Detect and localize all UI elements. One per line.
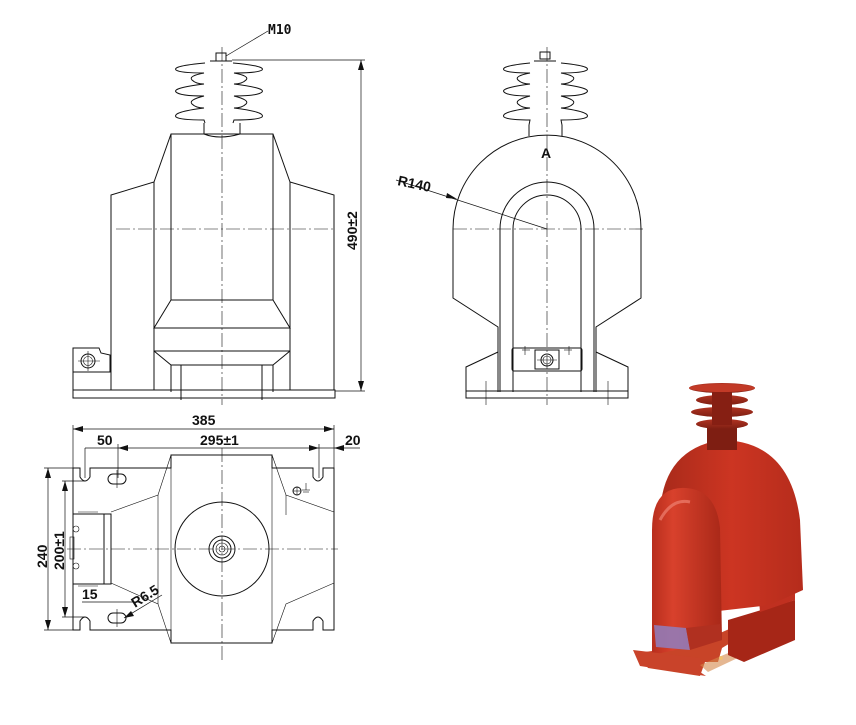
side-view: A R140: [395, 47, 646, 405]
overall-width-label: 385: [192, 412, 216, 428]
radius-label: R140: [396, 172, 432, 195]
m10-label: M10: [268, 23, 292, 38]
section-label-a: A: [541, 145, 551, 161]
slot-radius-label: R6.5: [128, 581, 162, 610]
m10-leader: [225, 30, 269, 57]
top-view-dimensions: [44, 425, 360, 631]
side-insulator: [503, 51, 588, 136]
front-insulator: [175, 52, 263, 138]
hole-spacing-label: 295±1: [200, 432, 239, 448]
edge-offset-label: 20: [345, 432, 361, 448]
slot-width-label: 15: [82, 586, 98, 602]
overall-depth-label: 240: [34, 544, 50, 568]
slot-offset-label: 50: [97, 432, 113, 448]
top-view: [67, 448, 338, 660]
height-dimension: [232, 59, 365, 392]
front-body: [72, 47, 336, 405]
side-body: [452, 47, 646, 405]
front-view: M10 490±2: [72, 23, 365, 405]
height-label: 490±2: [344, 211, 360, 250]
hole-depth-spacing-label: 200±1: [51, 531, 67, 570]
r140-leader: [395, 179, 548, 230]
product-photo: [633, 383, 803, 676]
